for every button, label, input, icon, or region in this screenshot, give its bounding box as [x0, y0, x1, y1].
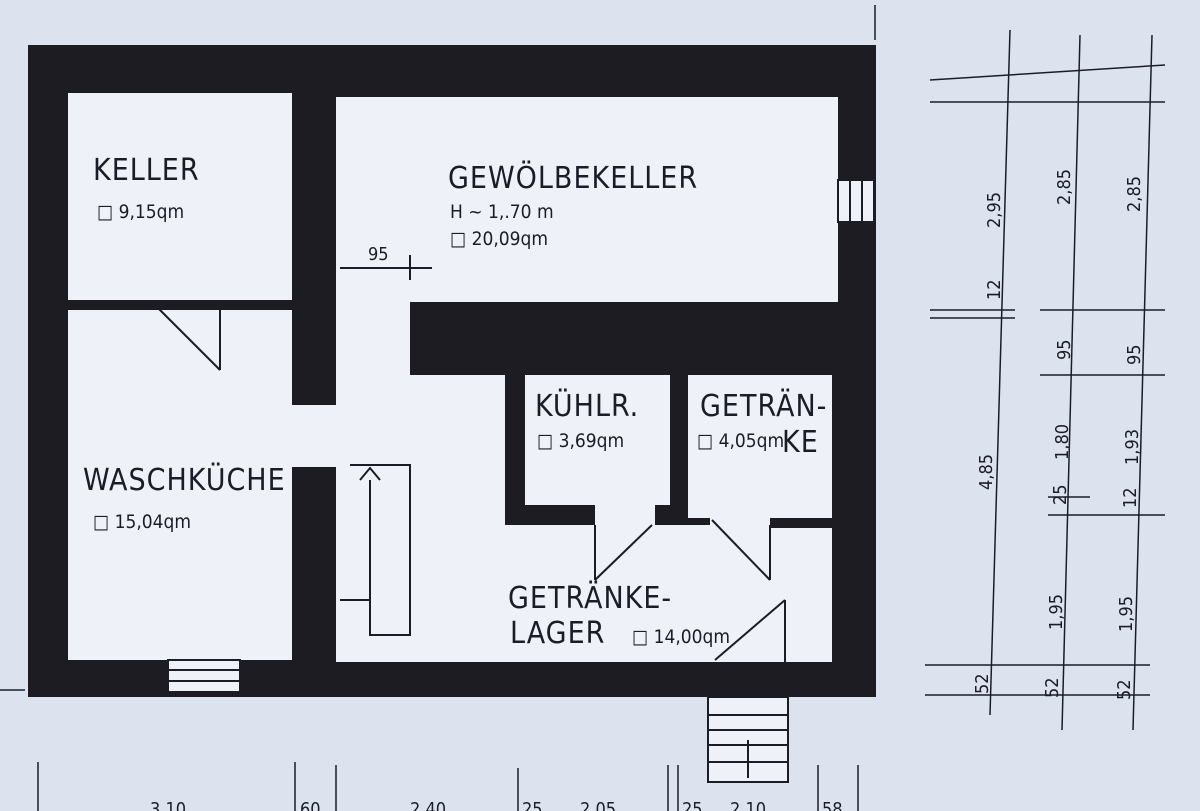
wall — [505, 375, 525, 525]
wall — [505, 505, 595, 525]
right-dimensions: 2,95 12 4,85 52 2,85 95 1,80 25 1,95 52 … — [972, 169, 1145, 700]
dim-label: 52 — [1114, 679, 1135, 700]
dim-label: 25 — [1050, 484, 1071, 505]
room-label-getraenke: GETRÄN- — [700, 388, 827, 424]
dim-label: 52 — [1042, 677, 1063, 698]
stairs — [707, 696, 789, 783]
dim-label: 2,95 — [984, 192, 1005, 228]
bottom-dimension-ticks — [0, 689, 859, 811]
room-area-waschkueche: □ 15,04qm — [93, 511, 191, 533]
wall — [770, 518, 832, 528]
dim-label: 2,40 — [410, 799, 446, 811]
dim-label: 2,10 — [730, 799, 766, 811]
room-height-gewoelbekeller: H ~ 1,.70 m — [450, 201, 554, 223]
room-area-kuehlraum: □ 3,69qm — [537, 430, 624, 452]
dim-label: 25 — [522, 799, 543, 811]
room-label-keller: KELLER — [93, 153, 200, 188]
room-label-gewoelbekeller: GEWÖLBEKELLER — [448, 160, 698, 196]
room-keller — [68, 93, 292, 300]
room-label-getraenkelager-2: LAGER — [510, 616, 605, 651]
inner-wall — [410, 302, 876, 375]
wall — [670, 375, 688, 525]
dim-label: 4,85 — [976, 454, 997, 490]
inner-stair — [340, 255, 432, 636]
dimension-lines — [874, 5, 1166, 731]
inner-dimension: 95 — [368, 244, 389, 265]
room-label-getraenkelager: GETRÄNKE- — [508, 580, 672, 616]
room-area-getraenke: □ 4,05qm — [697, 430, 784, 452]
room-area-keller: □ 9,15qm — [97, 201, 184, 223]
window — [167, 179, 875, 693]
door-swings — [154, 304, 786, 662]
room-getraenke — [688, 375, 832, 518]
room-area-getraenkelager: □ 14,00qm — [632, 626, 730, 648]
dim-label: 1,93 — [1122, 429, 1143, 465]
dim-label: 1,80 — [1052, 424, 1073, 460]
room-label-kuehlraum: KÜHLR. — [535, 388, 639, 424]
dim-label: 2,85 — [1054, 169, 1075, 205]
dim-label: 95 — [1124, 344, 1145, 365]
room-label-waschkueche: WASCHKÜCHE — [83, 462, 286, 498]
dim-label: 95 — [1054, 339, 1075, 360]
dim-label: 12 — [984, 279, 1005, 300]
dim-label: 12 — [1120, 487, 1141, 508]
room-area-gewoelbekeller: □ 20,09qm — [450, 228, 548, 250]
dim-label: 3,10 — [150, 799, 186, 811]
room-gewoelbekeller — [336, 97, 838, 302]
dim-label: 58 — [822, 799, 843, 811]
dim-label: 2,05 — [580, 799, 616, 811]
dim-label: 60 — [300, 799, 321, 811]
dim-label: 2,85 — [1124, 176, 1145, 212]
room-waschkueche — [68, 310, 292, 660]
doorway-waschkueche — [230, 405, 336, 467]
dim-label: 52 — [972, 673, 993, 694]
dim-label: 1,95 — [1116, 596, 1137, 632]
dim-label: 25 — [682, 799, 703, 811]
dim-label: 1,95 — [1046, 594, 1067, 630]
room-label-getraenke-2: KE — [782, 425, 819, 460]
bottom-dimensions: 3,10 60 2,40 25 2,05 25 2,10 58 — [150, 799, 843, 811]
room-kuehlraum — [525, 375, 670, 505]
